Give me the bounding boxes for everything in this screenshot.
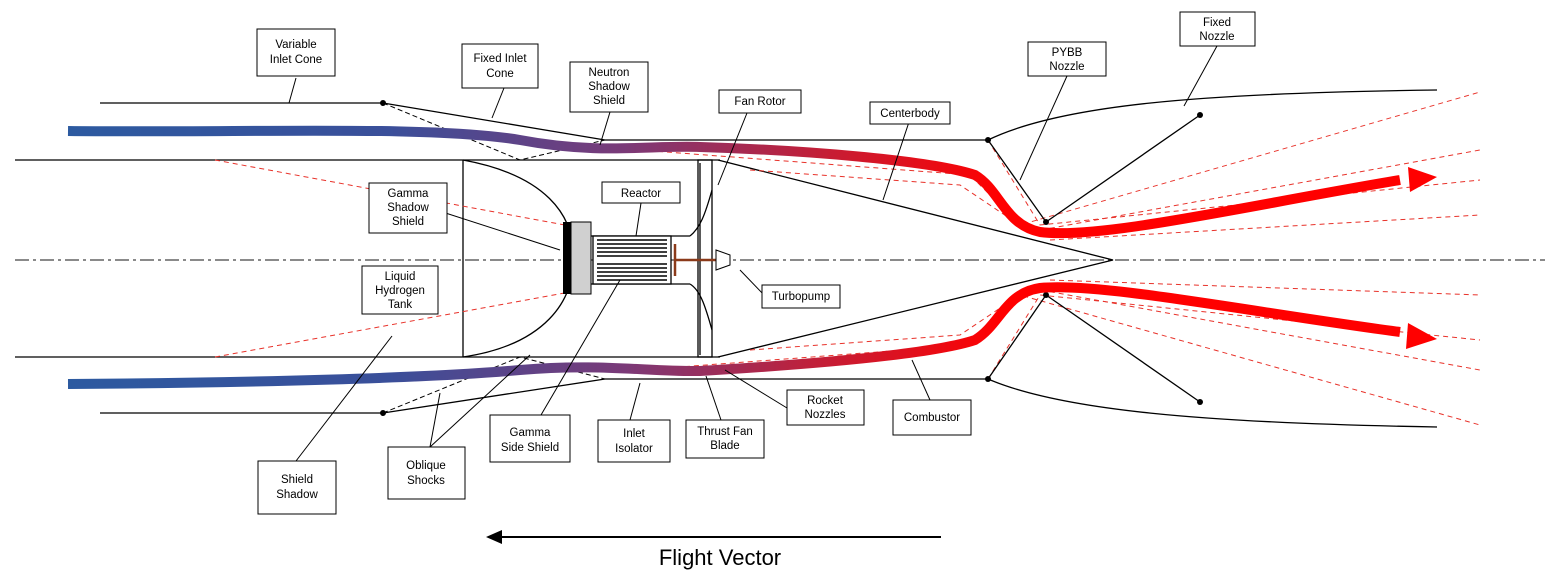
outer-cowl xyxy=(100,102,988,414)
label-centerbody: Centerbody xyxy=(869,101,951,125)
shield-shadow-lines xyxy=(214,91,1481,426)
reactor-core xyxy=(592,235,716,285)
gamma-shadow-shield-part xyxy=(563,221,592,295)
flow-streams xyxy=(67,125,1437,389)
pybb-nozzle-lines xyxy=(987,114,1201,403)
svg-text:Centerbody: Centerbody xyxy=(880,108,940,120)
label-turbopump: Turbopump xyxy=(761,284,841,309)
svg-text:Reactor: Reactor xyxy=(621,188,661,200)
fixed-nozzle-wall xyxy=(987,89,1438,428)
label-reactor: Reactor xyxy=(601,181,681,204)
svg-text:Turbopump: Turbopump xyxy=(772,291,830,303)
oblique-shock-lines xyxy=(382,102,606,414)
hinge-dots xyxy=(380,100,1203,416)
flight-vector-label: Flight Vector xyxy=(659,545,781,570)
flight-vector: Flight Vector xyxy=(486,530,941,570)
label-fan-rotor: Fan Rotor xyxy=(718,89,802,114)
flight-vector-arrowhead xyxy=(486,530,502,544)
centerbody-cone xyxy=(717,159,1114,358)
leader-lines xyxy=(288,45,1218,462)
label-combustor: Combustor xyxy=(892,399,972,436)
svg-text:Fan Rotor: Fan Rotor xyxy=(734,96,785,108)
svg-text:Combustor: Combustor xyxy=(904,412,960,424)
turbopump-part xyxy=(715,249,731,271)
